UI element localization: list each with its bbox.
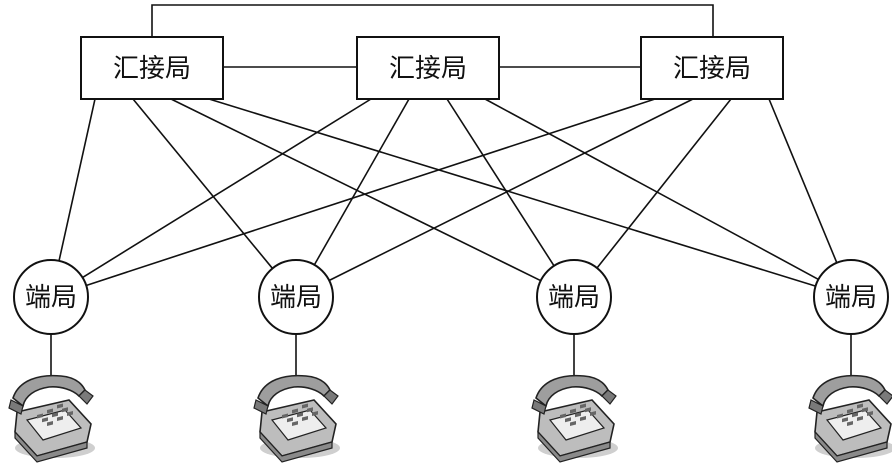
tandem-layer: 汇接局 汇接局 汇接局	[80, 36, 784, 100]
end-office-2: 端局	[258, 259, 334, 335]
link-t3-e3	[596, 98, 732, 269]
end-office-circle	[258, 259, 334, 335]
phone-layer	[8, 374, 892, 463]
tandem-office-2: 汇接局	[356, 36, 500, 100]
link-t3-e1	[85, 98, 656, 287]
end-office-circle	[536, 259, 612, 335]
end-office-4: 端局	[813, 259, 889, 335]
tandem-office-1: 汇接局	[80, 36, 224, 100]
tandem-office-3: 汇接局	[640, 36, 784, 100]
tandem-office-box	[356, 36, 500, 100]
end-office-label: 端局	[825, 283, 877, 313]
link-t1-t3	[151, 4, 714, 37]
tandem-office-label: 汇接局	[113, 54, 191, 84]
link-t2-e2	[313, 98, 410, 266]
end-office-circle	[813, 259, 889, 335]
link-t1-e4	[208, 98, 816, 287]
end-office-label: 端局	[270, 283, 322, 313]
tandem-office-label: 汇接局	[673, 54, 751, 84]
tandem-office-box	[80, 36, 224, 100]
telephone-icon	[253, 374, 340, 463]
end-office-label: 端局	[25, 283, 77, 313]
link-t2-e1	[82, 98, 372, 279]
end-office-circle	[13, 259, 89, 335]
links-layer	[50, 4, 852, 385]
link-t2-e4	[484, 98, 819, 281]
link-t1-e3	[170, 98, 542, 282]
link-t3-e2	[328, 98, 694, 282]
telephone-icon	[8, 374, 95, 463]
link-t2-e3	[446, 98, 555, 267]
end-office-3: 端局	[536, 259, 612, 335]
link-t3-e4	[768, 98, 838, 264]
tandem-office-label: 汇接局	[389, 54, 467, 84]
end-office-1: 端局	[13, 259, 89, 335]
end-layer: 端局 端局 端局 端局	[13, 259, 889, 335]
link-t1-e1	[58, 98, 96, 262]
telephone-icon	[808, 374, 892, 463]
telephone-icon	[531, 374, 618, 463]
link-t1-e2	[132, 98, 274, 269]
end-office-label: 端局	[548, 283, 600, 313]
tandem-office-box	[640, 36, 784, 100]
